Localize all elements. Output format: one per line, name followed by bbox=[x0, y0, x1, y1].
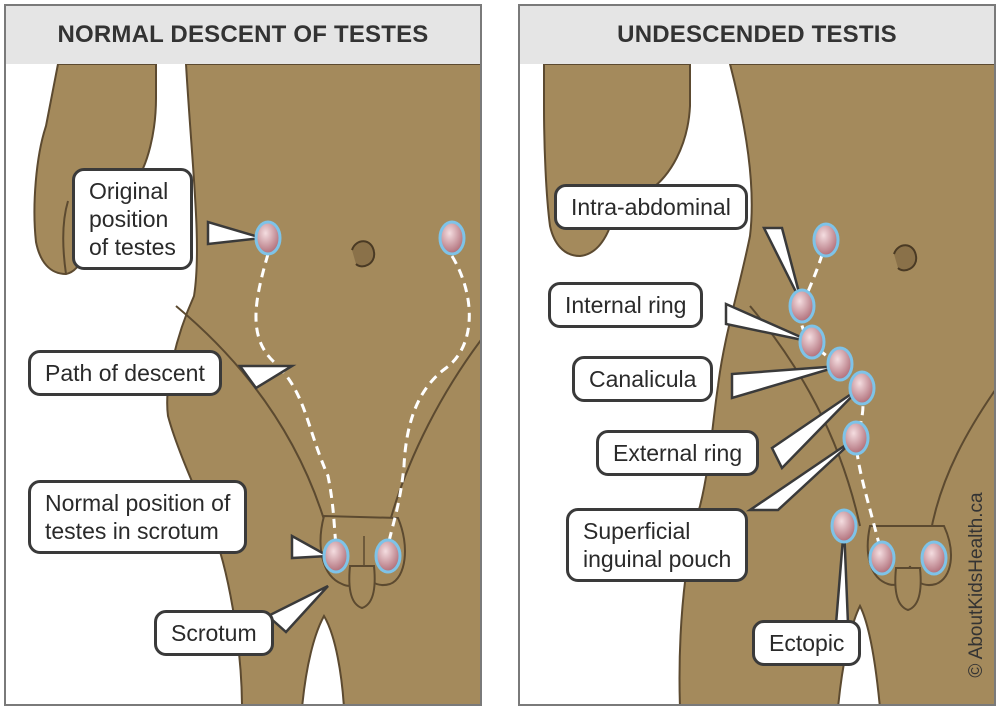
original-position-pointer bbox=[206, 220, 263, 246]
testis-scrotum-left bbox=[920, 540, 948, 576]
panel-title: NORMAL DESCENT OF TESTES bbox=[6, 6, 480, 64]
testis-ectopic bbox=[830, 508, 858, 544]
testis-intra-abdominal bbox=[788, 288, 816, 324]
label-scrotum: Scrotum bbox=[154, 610, 274, 656]
label-original-position: Original position of testes bbox=[72, 168, 193, 270]
panel-title: UNDESCENDED TESTIS bbox=[520, 6, 994, 64]
penis-shape bbox=[348, 565, 376, 610]
testis-original-right bbox=[254, 220, 282, 256]
label-ectopic: Ectopic bbox=[752, 620, 862, 666]
internal-ring-pointer bbox=[724, 302, 813, 344]
navel bbox=[351, 240, 376, 268]
label-superficial-inguinal-pouch: Superficial inguinal pouch bbox=[566, 508, 749, 582]
label-path-of-descent: Path of descent bbox=[28, 350, 222, 396]
descent-path-right-side bbox=[254, 253, 338, 547]
canalicula-pointer bbox=[730, 364, 841, 400]
navel bbox=[893, 244, 918, 272]
testis-external-ring bbox=[848, 370, 876, 406]
penis-shape bbox=[894, 567, 922, 612]
label-canalicula: Canalicula bbox=[572, 356, 714, 402]
testis-original-left bbox=[438, 220, 466, 256]
copyright-notice: © AboutKidsHealth.ca bbox=[966, 492, 987, 678]
path-descent-pointer bbox=[237, 364, 297, 390]
label-intra-abdominal: Intra-abdominal bbox=[554, 184, 748, 230]
undescended-testis-illustration bbox=[543, 63, 994, 704]
external-ring-pointer bbox=[770, 386, 861, 471]
undescended-testis-panel: UNDESCENDED TESTIS bbox=[518, 4, 996, 706]
testis-scrotum-left bbox=[374, 538, 402, 574]
scrotum-pointer bbox=[265, 584, 329, 634]
label-normal-position: Normal position of testes in scrotum bbox=[28, 480, 248, 554]
descent-path-left-side bbox=[386, 255, 471, 547]
label-internal-ring: Internal ring bbox=[548, 282, 704, 328]
testis-scrotum-right bbox=[868, 540, 896, 576]
testis-canalicula bbox=[826, 346, 854, 382]
testis-intra-abdominal-original bbox=[812, 222, 840, 258]
intra-abdominal-pointer bbox=[761, 226, 804, 305]
label-external-ring: External ring bbox=[596, 430, 760, 476]
superficial-pouch-pointer bbox=[745, 436, 857, 512]
testis-internal-ring bbox=[798, 324, 826, 360]
normal-position-pointer bbox=[290, 533, 333, 560]
normal-descent-panel: NORMAL DESCENT OF TESTES bbox=[4, 4, 482, 706]
testis-superficial-pouch bbox=[842, 420, 870, 456]
testis-scrotum-right bbox=[322, 538, 350, 574]
